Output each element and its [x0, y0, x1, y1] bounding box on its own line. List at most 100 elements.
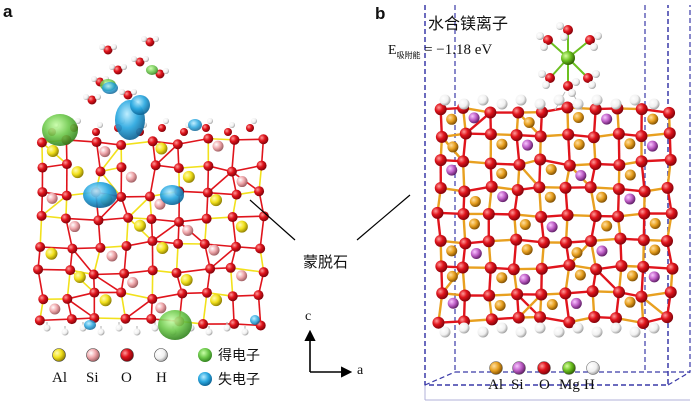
aluminum-atom — [236, 221, 248, 233]
aluminum-atom — [524, 117, 535, 128]
oxygen-atom — [590, 263, 602, 275]
hydroxyl-oxygen — [92, 128, 100, 136]
aluminum-atom — [649, 244, 660, 255]
oxygen-atom — [93, 215, 103, 225]
panel-b-title: 水合镁离子 — [428, 10, 508, 34]
oxygen-atom — [510, 234, 522, 246]
hydroxyl-hydrogen — [163, 118, 169, 124]
oxygen-atom — [485, 262, 497, 274]
aluminum-atom — [546, 164, 557, 175]
energy-value: = −1.18 eV — [424, 42, 492, 58]
oxygen-atom — [200, 239, 210, 249]
oxygen-atom — [198, 319, 208, 329]
panel-b-letter: b — [375, 4, 385, 24]
legend-swatch-gain — [198, 348, 212, 362]
oxygen-atom — [33, 264, 43, 274]
hydrogen-atom — [44, 325, 51, 332]
silicon-atom — [237, 176, 248, 187]
water-hydrogen — [95, 94, 101, 100]
water-hydrogen — [560, 33, 568, 41]
hydrogen-atom — [630, 327, 641, 338]
water-hydrogen — [141, 36, 147, 42]
oxygen-atom — [228, 212, 238, 222]
axis-c-label: c — [305, 309, 311, 325]
aluminum-atom — [446, 245, 457, 256]
oxygen-atom — [535, 211, 547, 223]
oxygen-atom — [173, 139, 183, 149]
oxygen-atom — [562, 129, 574, 141]
aluminum-atom — [210, 294, 222, 306]
legend-gain-electron: 得电子 — [218, 345, 260, 365]
oxygen-atom — [665, 154, 677, 166]
oxygen-atom — [560, 237, 572, 249]
oxygen-atom — [205, 264, 215, 274]
oxygen-atom — [508, 263, 520, 275]
silicon-atom — [209, 245, 220, 256]
hydrogen-atom — [224, 325, 231, 332]
aluminum-atom — [47, 145, 59, 157]
oxygen-atom — [228, 291, 238, 301]
oxygen-atom — [254, 290, 264, 300]
water-hydrogen — [538, 70, 546, 78]
oxygen-atom — [116, 192, 126, 202]
oxygen-atom — [232, 190, 242, 200]
aluminum-atom — [545, 192, 556, 203]
silicon-atom — [575, 170, 586, 181]
oxygen-atom — [96, 166, 106, 176]
oxygen-atom — [203, 161, 213, 171]
silicon-atom — [155, 302, 166, 313]
hydrogen-atom — [497, 99, 508, 110]
aluminum-atom — [496, 139, 507, 150]
legend-swatch-o — [121, 349, 134, 362]
silicon-atom — [547, 221, 558, 232]
oxygen-atom — [512, 107, 524, 119]
water-hydrogen — [540, 43, 548, 51]
aluminum-atom — [469, 218, 480, 229]
oxygen-atom — [612, 210, 624, 222]
oxygen-atom — [559, 287, 571, 299]
oxygen-atom — [560, 182, 572, 194]
axis-a-label: a — [357, 363, 363, 379]
electron-loss-isosurface — [84, 320, 96, 330]
silicon-atom — [497, 191, 508, 202]
silicon-atom — [446, 165, 457, 176]
legend-b-al: Al — [488, 377, 503, 394]
silicon-atom — [49, 304, 60, 315]
panel-a-letter: a — [3, 2, 12, 22]
water-hydrogen — [109, 64, 115, 70]
electron-loss-isosurface — [160, 185, 184, 205]
oxygen-atom — [67, 314, 77, 324]
oxygen-atom — [231, 242, 241, 252]
silicon-atom — [126, 172, 137, 183]
electron-loss-isosurface — [188, 119, 202, 131]
hydroxyl-hydrogen — [229, 122, 235, 128]
water-hydrogen — [568, 89, 576, 97]
silicon-atom — [649, 271, 660, 282]
hydrogen-atom — [573, 99, 584, 110]
aluminum-atom — [601, 221, 612, 232]
water-hydrogen — [91, 76, 97, 82]
hydroxyl-oxygen — [202, 124, 210, 132]
silicon-atom — [522, 140, 533, 151]
water-hydrogen — [131, 56, 137, 62]
hydrogen-atom — [516, 327, 527, 338]
hydrogen-atom — [592, 327, 603, 338]
oxygen-atom — [457, 208, 469, 220]
oxygen-atom — [638, 208, 650, 220]
water-hydrogen — [163, 68, 169, 74]
oxygen-atom — [636, 103, 648, 115]
oxygen-atom — [173, 239, 183, 249]
silicon-atom — [106, 251, 117, 262]
oxygen-atom — [638, 234, 650, 246]
hydrogen-atom — [98, 329, 105, 336]
oxygen-atom — [535, 130, 547, 142]
water-hydrogen — [153, 36, 159, 42]
oxygen-atom — [95, 243, 105, 253]
legend-swatch-mg — [563, 362, 576, 375]
oxygen-atom — [457, 155, 469, 167]
oxygen-atom — [664, 127, 676, 139]
oxygen-atom — [151, 160, 161, 170]
aluminum-atom — [520, 219, 531, 230]
oxygen-atom — [65, 265, 75, 275]
aluminum-atom — [155, 143, 167, 155]
